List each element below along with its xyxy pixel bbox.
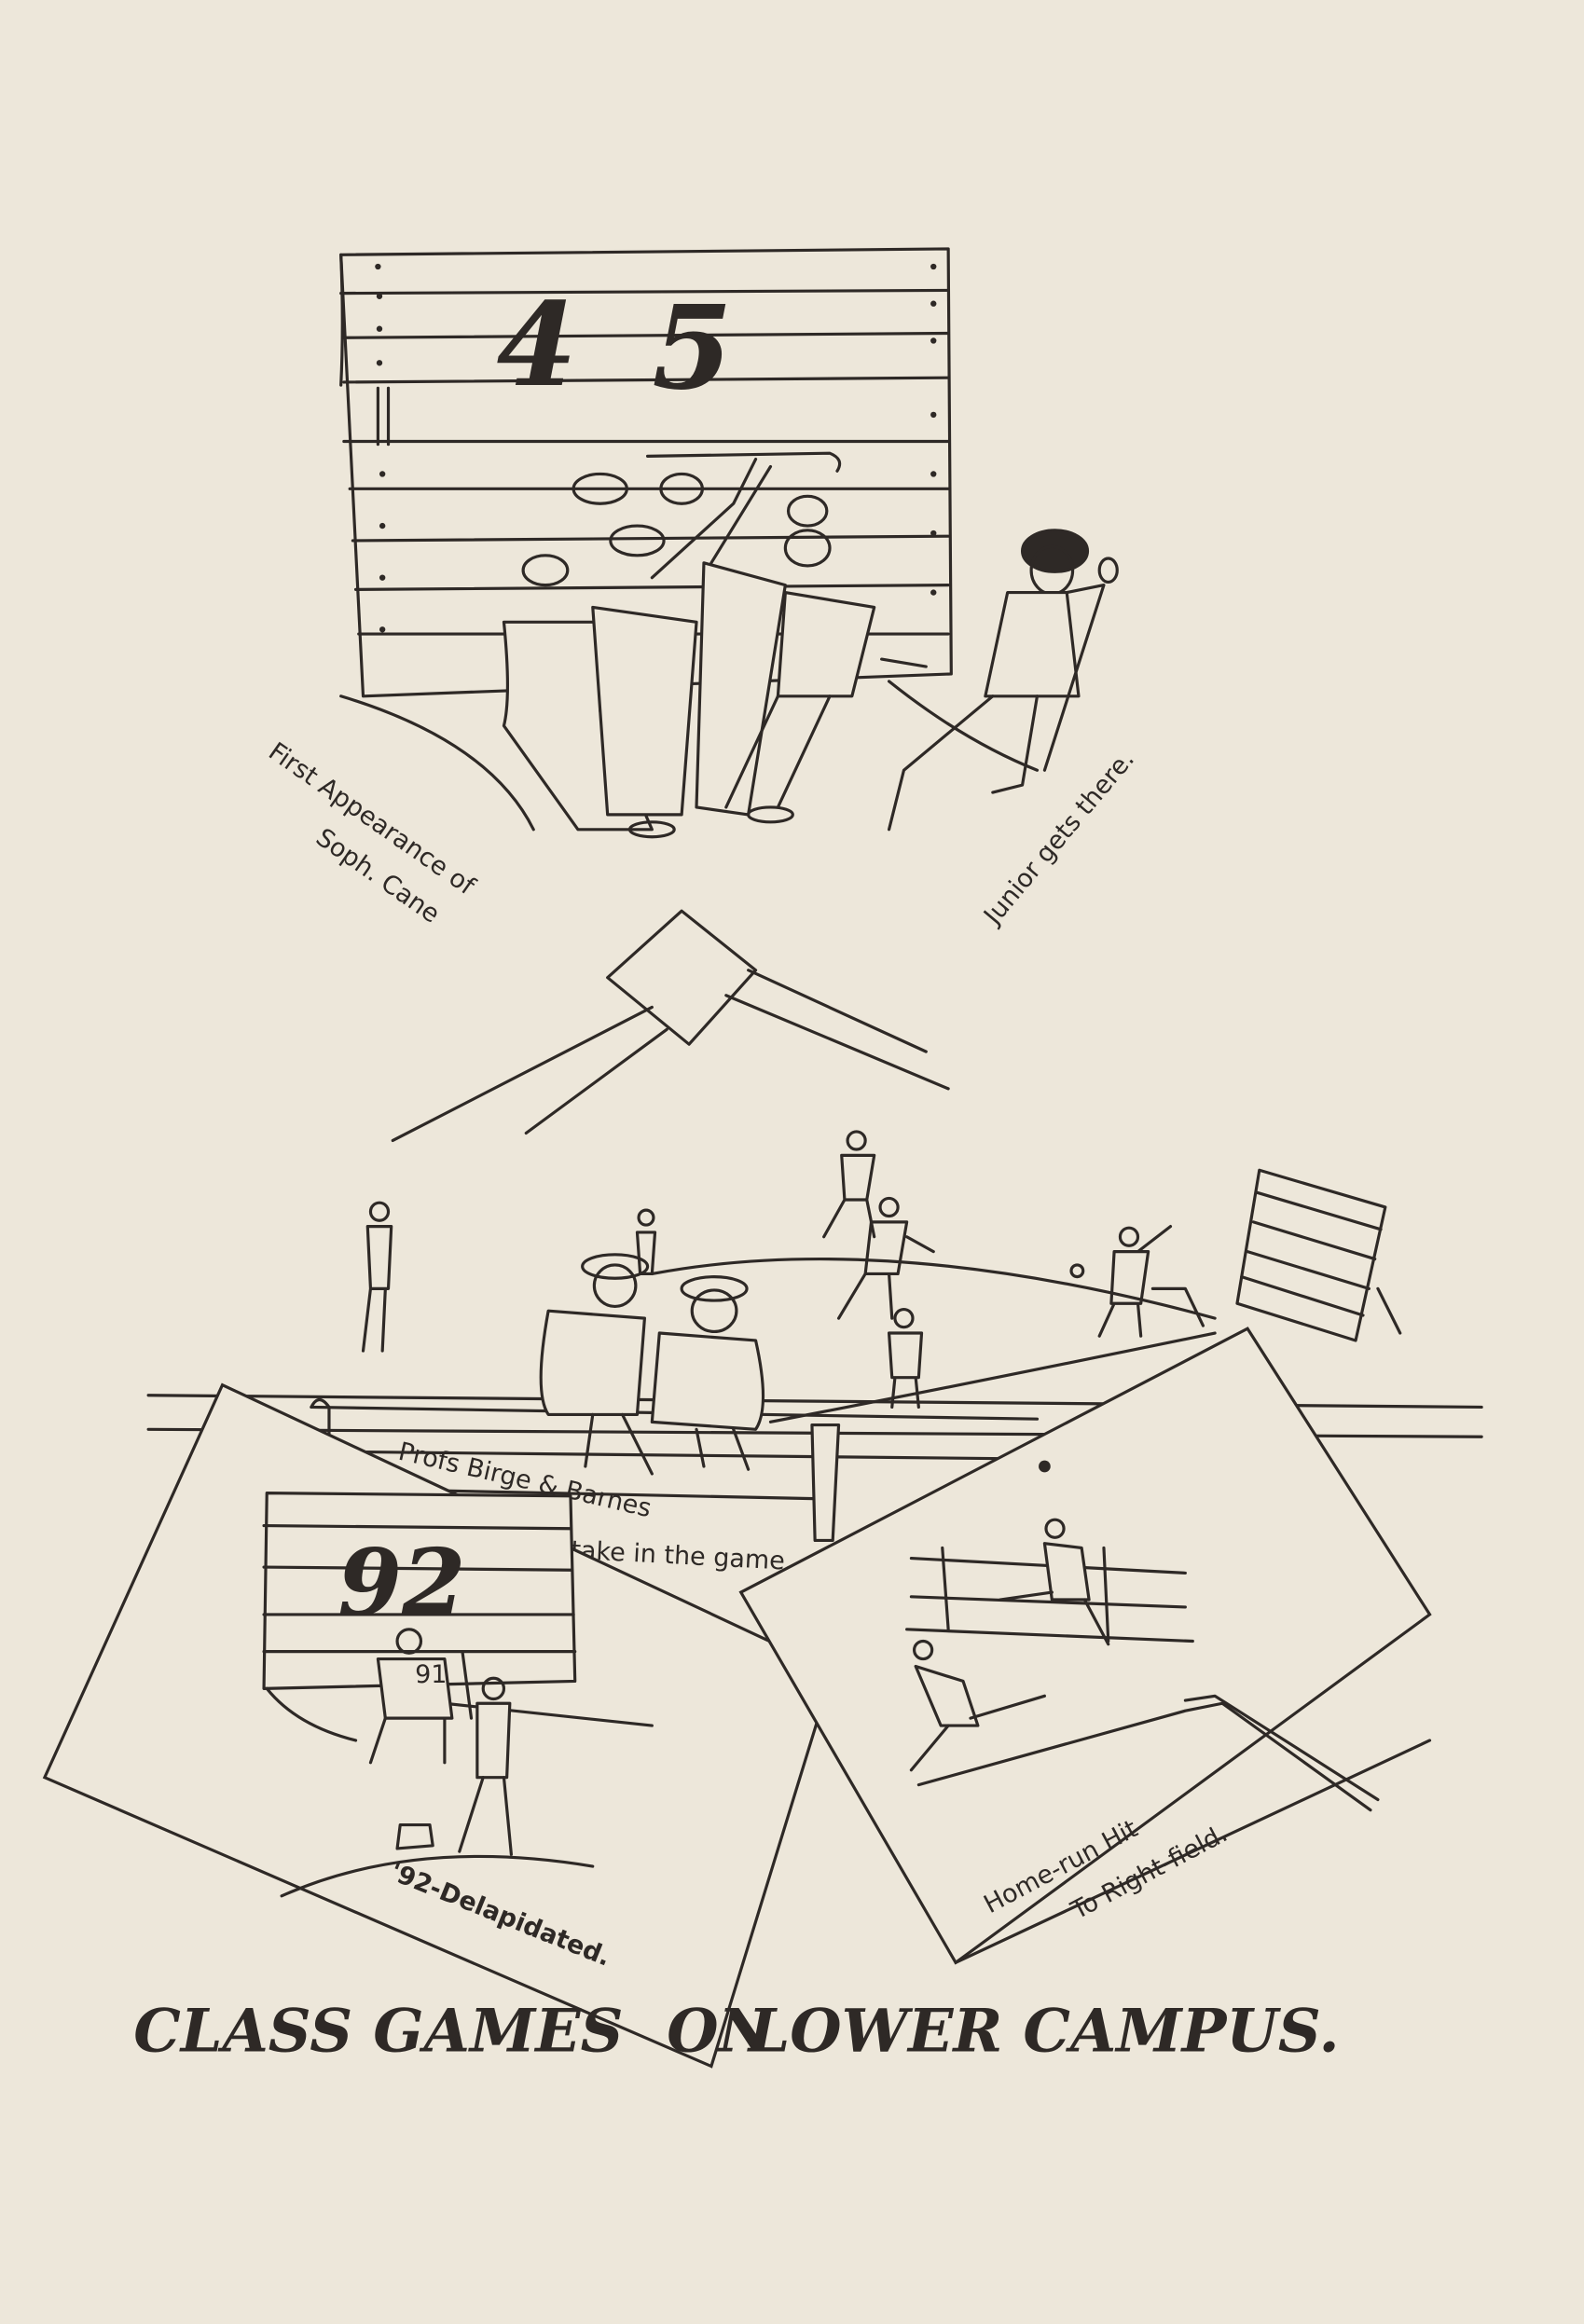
catcher-and-batter [280,1628,595,1898]
junior-figure [887,529,1119,832]
top-scene: 4 5 First Appearance of S [263,247,1140,931]
scoreboard-digit: 5 [652,281,732,416]
fence-nails [375,263,937,633]
outfield-scoreboard [1235,1168,1402,1342]
title-on: ON [667,1996,775,2066]
scoreboard-digit: 4 [497,278,577,413]
home-plate-and-baselines [391,909,1217,1423]
runner-scene [905,1518,1380,1812]
right-card: Home-run Hit To Right-field. [738,1327,1432,1965]
left-card: 92 91 '92-Delapidated. [42,1382,835,2069]
page-title: CLASS GAMES ON LOWER CAMPUS. [133,1996,1339,2066]
crowd-figures [502,457,928,839]
pin-hole [1039,1460,1051,1473]
card-scoreboard-digits: 92 [337,1530,465,1637]
card-scoreboard [262,1492,654,1742]
caption-junior: Junior gets there. [977,745,1140,931]
player-number: 91 [415,1660,447,1689]
professors [539,1253,765,1476]
ball-players [361,1130,1205,1410]
cane [645,451,842,473]
title-class-games: CLASS GAMES [133,1996,623,2066]
title-lower-campus: LOWER CAMPUS. [747,1996,1340,2066]
